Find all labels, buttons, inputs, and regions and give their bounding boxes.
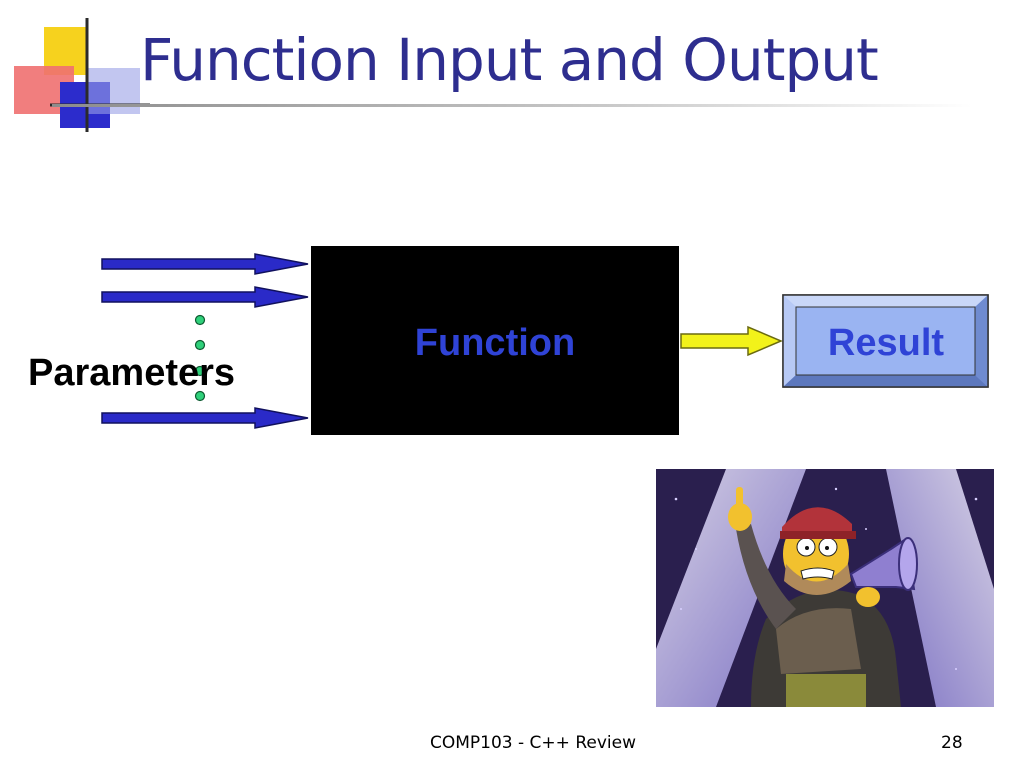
input-arrow xyxy=(101,407,309,429)
input-arrow xyxy=(101,253,309,275)
input-arrow xyxy=(101,286,309,308)
ellipsis-dots xyxy=(194,314,206,402)
slide-title: Function Input and Output xyxy=(140,26,879,94)
output-arrow xyxy=(680,325,783,357)
result-box-frame xyxy=(782,294,989,388)
result-label: Result xyxy=(827,322,945,364)
function-label: Function xyxy=(414,322,576,364)
parameters-label: Parameters xyxy=(28,352,236,394)
title-divider xyxy=(52,104,972,107)
function-box xyxy=(311,246,679,435)
page-number: 28 xyxy=(941,733,963,753)
footer-course: COMP103 - C++ Review xyxy=(430,733,636,753)
cartoon-image xyxy=(656,469,994,707)
